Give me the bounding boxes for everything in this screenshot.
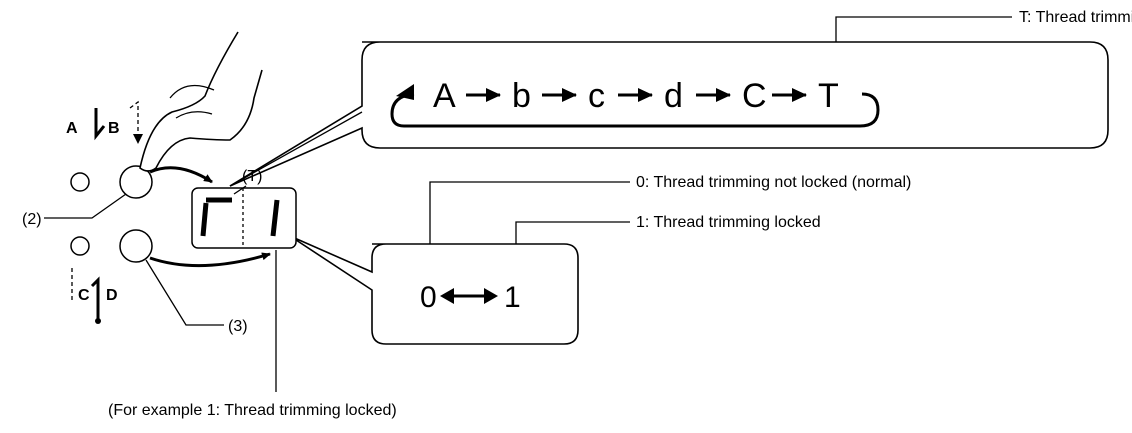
panel-label-a: A [66, 120, 78, 137]
sequence-item-a: A [433, 77, 456, 115]
value-callout: 0 1 [289, 235, 579, 345]
d-arrow-dot [95, 318, 101, 324]
one-option-label: 1: Thread trimming locked [636, 214, 821, 231]
a-arrow-icon [94, 108, 106, 141]
d-arrow-icon [90, 276, 100, 320]
button2-callout-leader [44, 193, 127, 219]
one-option-leader [512, 221, 630, 253]
sequence-item-b: b [512, 77, 531, 115]
sequence-item-c: c [588, 77, 605, 115]
sequence-item-d: d [664, 77, 683, 115]
option-labels: 0: Thread trimming not locked (normal) 1… [426, 174, 911, 253]
button3-callout-leader [145, 259, 224, 326]
display-left-vertical-segment [200, 202, 209, 237]
zero-option-leader [426, 181, 630, 253]
sequence-cycle-arrowhead [396, 84, 414, 100]
sequence-item-t: T [818, 77, 839, 115]
value-left: 0 [420, 281, 437, 314]
zero-option-label: 0: Thread trimming not locked (normal) [636, 174, 911, 191]
value-swap-arrowhead-left [440, 288, 454, 304]
button-3[interactable] [119, 229, 153, 263]
value-swap-arrowhead-right [484, 288, 498, 304]
button3-callout-label: (3) [228, 318, 248, 335]
panel-label-c: C [78, 287, 90, 304]
pressing-hand-icon [139, 31, 263, 172]
sequence-cycle-loop [390, 92, 880, 128]
sequence-item-capital-c: C [742, 77, 767, 115]
b-arrowhead [133, 134, 143, 144]
button3-to-display-arrow [149, 252, 271, 268]
sequence-callout: A b c d C T [229, 41, 1109, 187]
value-callout-box [289, 235, 579, 345]
example-note-label: (For example 1: Thread trimming locked) [108, 402, 397, 419]
panel-label-b: B [108, 120, 120, 137]
button-2[interactable] [119, 165, 153, 199]
display-frame [191, 187, 297, 249]
operation-panel: A B C D (2) (3) [22, 31, 271, 335]
value-right: 1 [504, 281, 521, 314]
seven-segment-display: (T) [191, 168, 297, 249]
led-upper [70, 172, 90, 192]
sequence-callout-pointer-line [229, 111, 363, 187]
example-note-group: (For example 1: Thread trimming locked) [108, 250, 397, 419]
display-right-digit-segment [270, 199, 280, 237]
button2-to-display-arrow [149, 166, 213, 184]
sequence-callout-box [229, 41, 1109, 187]
button2-callout-label: (2) [22, 211, 42, 228]
panel-label-d: D [106, 287, 118, 304]
led-lower [70, 236, 90, 256]
top-note-label: T: Thread trimming setting [1019, 9, 1132, 26]
t-marker-label: (T) [242, 168, 262, 185]
t-marker-leader [233, 185, 247, 195]
b-arrow-icon [129, 100, 139, 134]
